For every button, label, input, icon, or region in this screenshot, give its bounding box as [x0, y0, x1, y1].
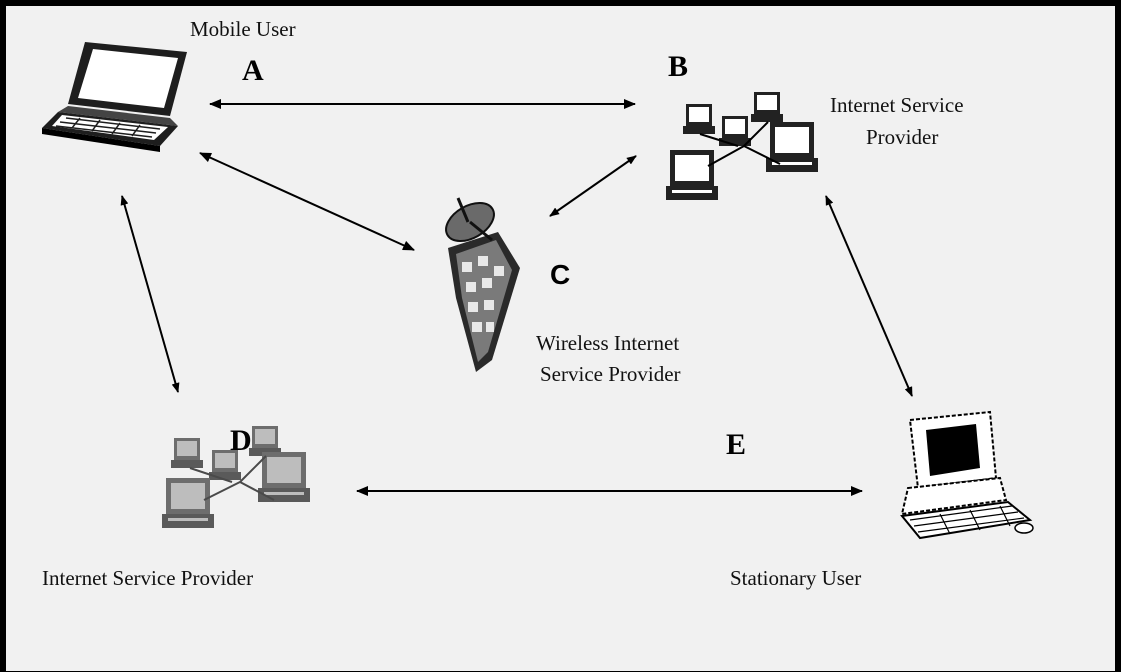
- isp-d-label: Internet Service Provider: [42, 566, 253, 590]
- connection-isp-b-to-stationary: [825, 195, 913, 397]
- isp-b-label-line1: Internet Service: [830, 93, 964, 117]
- node-label-c: C: [550, 259, 570, 290]
- connection-mobile-to-isp-d: [120, 195, 180, 393]
- server-cluster-icon: [162, 426, 310, 528]
- connection-wisp-to-isp-b: [549, 155, 637, 217]
- mobile-user-label: Mobile User: [190, 17, 296, 41]
- laptop-icon: [42, 42, 187, 152]
- connection-mobile-to-wisp: [199, 152, 415, 251]
- wisp-c-label-line1: Wireless Internet: [536, 331, 679, 355]
- node-label-b: B: [668, 50, 688, 83]
- server-cluster-icon: [666, 92, 818, 200]
- node-label-d: D: [230, 424, 252, 457]
- wireless-tower-icon: [445, 197, 520, 372]
- wisp-c-label-line2: Service Provider: [540, 362, 681, 386]
- stationary-user-label: Stationary User: [730, 566, 861, 590]
- connection-label-a: A: [242, 54, 264, 87]
- desktop-computer-icon: [900, 410, 1034, 540]
- connection-label-e: E: [726, 428, 746, 461]
- isp-b-label-line2: Provider: [866, 125, 938, 149]
